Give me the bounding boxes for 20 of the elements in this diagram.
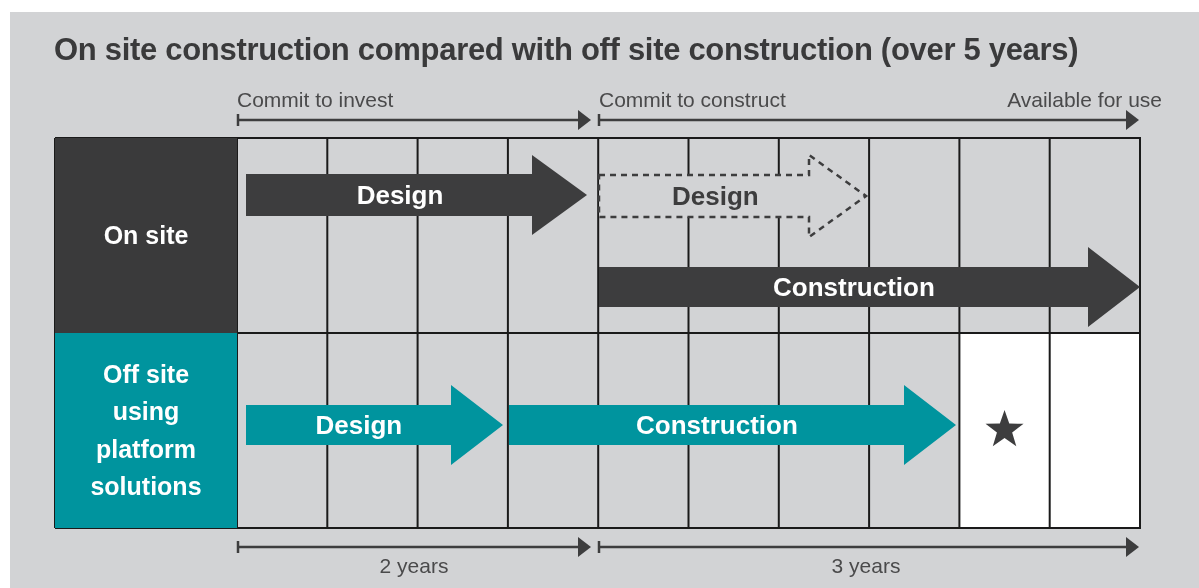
block-arrow-box (246, 155, 587, 235)
title: On site construction compared with off site construction (over 5 years) (54, 32, 1079, 68)
arrow-label: Design (356, 179, 444, 211)
arrow-label: Design (315, 409, 403, 441)
duration-label: 2 years (379, 554, 449, 578)
arrow-label: Construction (636, 409, 798, 441)
block-arrow-box (599, 247, 1140, 327)
arrow-label: Design (672, 180, 759, 212)
dashed-block-arrow-box (599, 155, 866, 237)
milestone-label: Available for use (1007, 88, 1162, 112)
arrow-label: Construction (773, 271, 935, 303)
row-title: Off site using platform solutions (89, 358, 203, 502)
row-header (55, 138, 237, 333)
milestone-label: Commit to invest (237, 88, 394, 112)
block-arrow-box (509, 385, 956, 465)
row-header (55, 333, 237, 528)
row-title: On site (102, 219, 190, 251)
block-arrow-box (246, 385, 503, 465)
milestone-label: Commit to construct (599, 88, 786, 112)
duration-label: 3 years (831, 554, 901, 578)
